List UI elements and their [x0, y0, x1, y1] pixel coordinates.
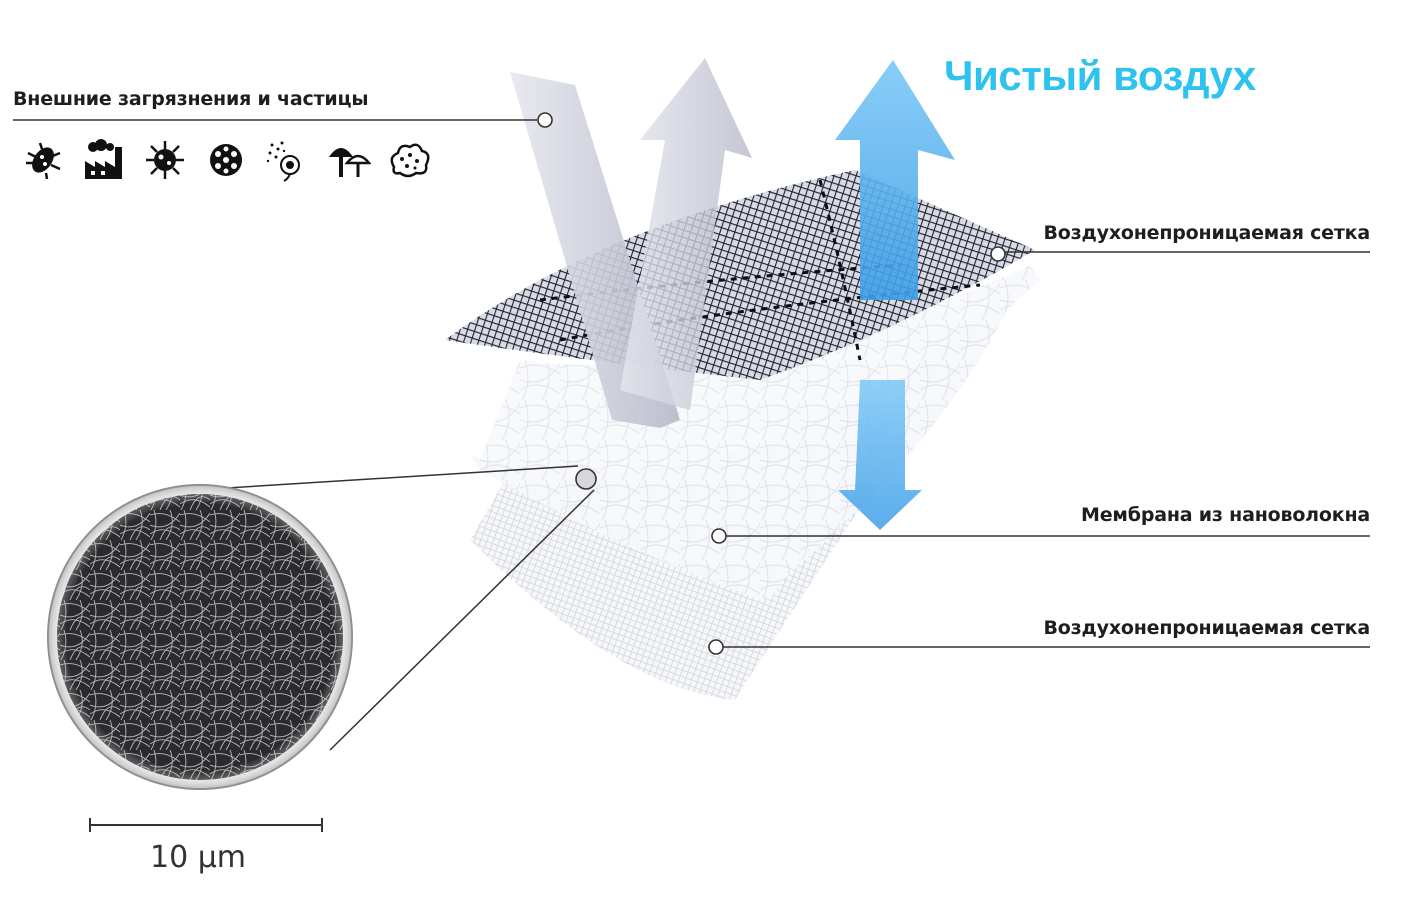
scale-label: 10 µm — [150, 840, 247, 875]
spore-icon — [210, 144, 242, 176]
scale-bar — [89, 818, 323, 832]
mesh-bottom-label: Воздухонепроницаемая сетка — [1043, 617, 1371, 639]
grey-arrow-reflected — [620, 58, 752, 410]
top-mesh-stitch — [539, 179, 981, 361]
pollen-icon — [266, 141, 300, 182]
membrane-label: Мембрана из нановолокна — [1081, 504, 1370, 526]
blue-arrow-up — [835, 60, 955, 300]
mushroom-icon — [329, 148, 371, 177]
nanofiber-membrane — [470, 280, 1020, 600]
leader-dots — [537, 112, 1006, 655]
blue-arrow-down — [838, 380, 922, 530]
magnified-fiber-view — [47, 484, 353, 790]
membrane-back-edge — [480, 265, 1040, 600]
pollutant-icons — [20, 136, 450, 184]
mesh-top-label: Воздухонепроницаемая сетка — [1043, 222, 1371, 244]
outer-pollution-label: Внешние загрязнения и частицы — [13, 88, 369, 110]
leader-lines — [13, 119, 1370, 751]
factory-icon — [85, 139, 122, 179]
dust-icon — [390, 143, 430, 178]
clean-air-label: Чистый воздух — [944, 52, 1256, 99]
virus-icon — [146, 141, 184, 179]
bacteria-icon — [26, 142, 61, 180]
